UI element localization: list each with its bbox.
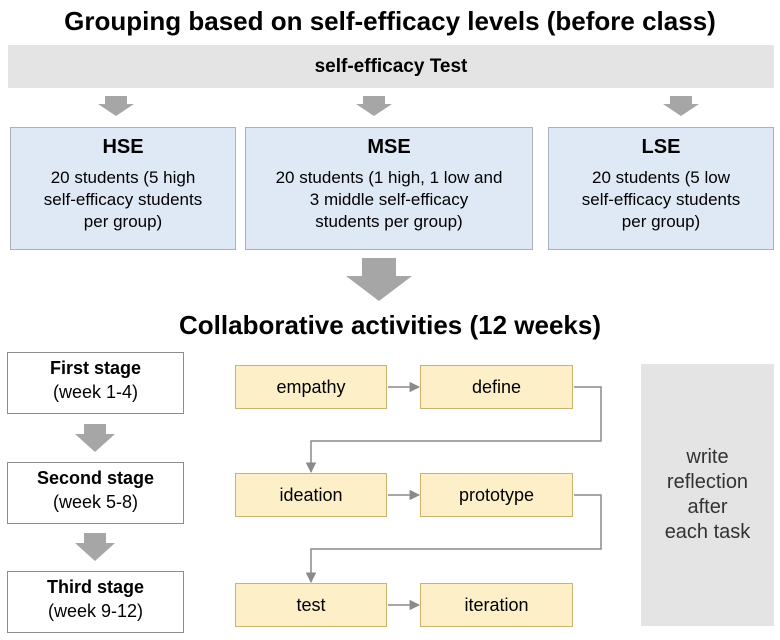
stage-second: Second stage (week 5-8) (7, 462, 184, 524)
stage-third: Third stage (week 9-12) (7, 571, 184, 633)
stage-weeks: (week 9-12) (47, 601, 144, 621)
self-efficacy-test-banner: self-efficacy Test (8, 45, 774, 88)
down-arrow-stage-1-2 (75, 424, 115, 452)
step-ideation: ideation (235, 473, 387, 517)
stage-weeks: (week 5-8) (52, 492, 139, 512)
group-name: MSE (367, 136, 411, 158)
group-description-line: students per group) (315, 212, 463, 231)
reflection-line: each task (664, 521, 751, 543)
group-description-line: 20 students (5 high (50, 168, 196, 187)
down-arrow-hse (98, 96, 134, 116)
group-description-line: 20 students (5 low (592, 168, 730, 187)
arrow-prototype-test (305, 494, 602, 584)
arrow-define-ideation (305, 386, 602, 474)
down-arrow-stage-2-3 (75, 533, 115, 561)
stage-first: First stage (week 1-4) (7, 352, 184, 414)
step-iteration: iteration (420, 583, 573, 627)
group-description-line: 3 middle self-efficacy (309, 190, 469, 209)
step-test: test (235, 583, 387, 627)
group-lse: LSE 20 students (5 low self-efficacy stu… (548, 127, 774, 250)
down-arrow-mse (356, 96, 392, 116)
activities-title: Collaborative activities (12 weeks) (179, 310, 601, 340)
step-prototype: prototype (420, 473, 573, 517)
group-mse: MSE 20 students (1 high, 1 low and 3 mid… (245, 127, 533, 250)
step-define: define (420, 365, 573, 409)
reflection-line: after (687, 496, 728, 518)
group-description-line: 20 students (1 high, 1 low and (275, 168, 503, 187)
group-description-line: self-efficacy students (43, 190, 203, 209)
down-arrow-to-activities (346, 258, 412, 301)
group-description-line: per group) (83, 212, 163, 231)
group-description-line: self-efficacy students (581, 190, 741, 209)
reflection-line: reflection (666, 471, 749, 493)
stage-name: Second stage (36, 468, 155, 488)
step-empathy: empathy (235, 365, 387, 409)
stage-name: First stage (49, 358, 142, 378)
group-name: LSE (641, 136, 681, 158)
group-hse: HSE 20 students (5 high self-efficacy st… (10, 127, 236, 250)
reflection-line: write (686, 446, 729, 468)
diagram-title: Grouping based on self-efficacy levels (… (64, 6, 716, 36)
group-description-line: per group) (621, 212, 701, 231)
down-arrow-lse (663, 96, 699, 116)
group-name: HSE (102, 136, 144, 158)
stage-name: Third stage (46, 577, 144, 597)
reflection-box: write reflection after each task (641, 364, 774, 626)
stage-weeks: (week 1-4) (52, 382, 139, 402)
